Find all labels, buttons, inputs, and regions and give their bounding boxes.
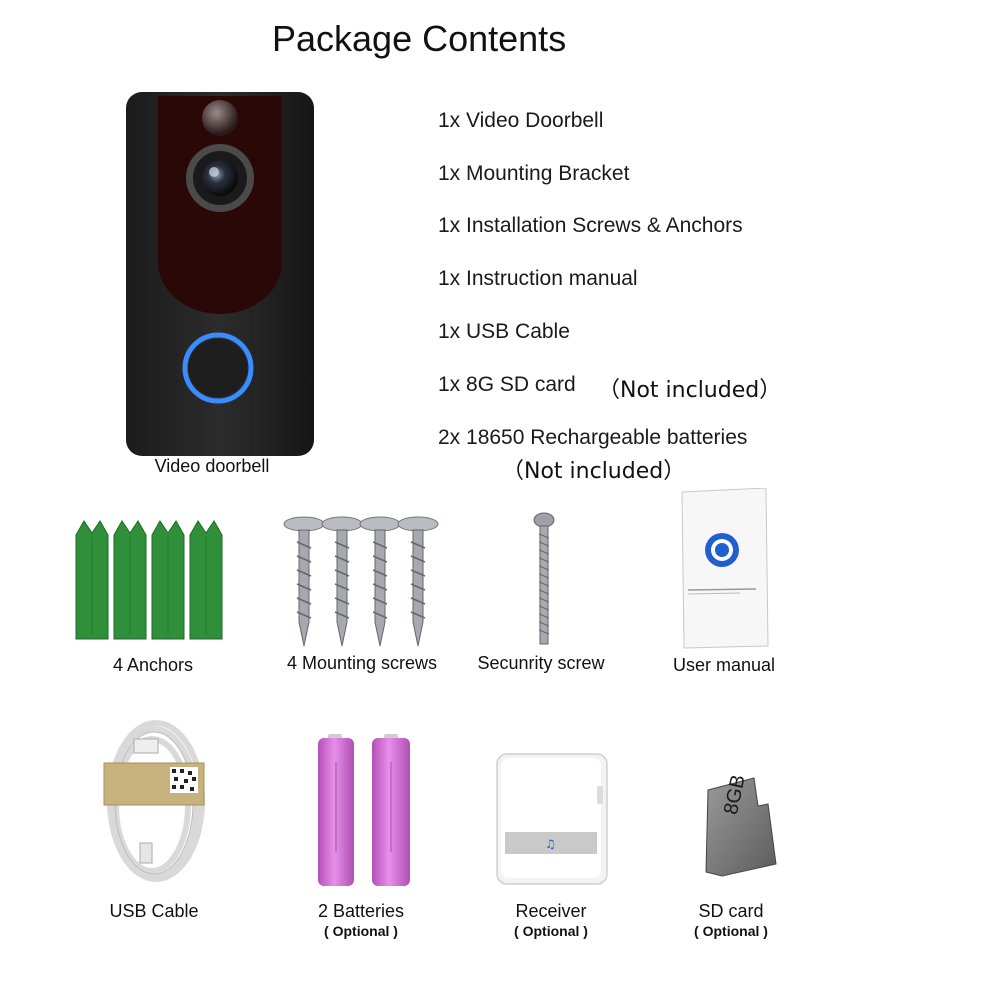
batteries-caption: 2 Batteries bbox=[317, 901, 405, 921]
security-screw-caption: Secunrity screw bbox=[477, 653, 605, 673]
receiver-icon: ♫ bbox=[495, 752, 610, 887]
list-item: 1x Installation Screws & Anchors bbox=[438, 214, 743, 237]
usb-cable-caption: USB Cable bbox=[109, 901, 199, 921]
mounting-screws-caption: 4 Mounting screws bbox=[286, 653, 438, 673]
list-item: 1x Mounting Bracket bbox=[438, 162, 630, 185]
security-screw-icon bbox=[528, 510, 560, 648]
sd-card-not-included-note: （Not included） bbox=[598, 378, 782, 403]
doorbell-caption: Video doorbell bbox=[154, 456, 270, 476]
mounting-screws-icon bbox=[280, 512, 445, 652]
video-doorbell-image bbox=[126, 92, 314, 456]
list-item: 1x Instruction manual bbox=[438, 267, 638, 290]
batteries-optional-label: ( Optional ) bbox=[324, 923, 398, 939]
list-item: 1x USB Cable bbox=[438, 320, 570, 343]
usb-cable-icon bbox=[100, 715, 208, 885]
user-manual-icon bbox=[680, 487, 770, 650]
receiver-caption: Receiver bbox=[515, 901, 587, 921]
sd-card-caption: SD card bbox=[698, 901, 764, 921]
receiver-optional-label: ( Optional ) bbox=[514, 923, 588, 939]
anchors-icon bbox=[70, 515, 230, 645]
list-item: 1x 8G SD card bbox=[438, 373, 576, 396]
anchors-caption: 4 Anchors bbox=[112, 655, 194, 675]
batteries-icon bbox=[314, 732, 414, 888]
sd-card-icon bbox=[704, 776, 778, 878]
page-title: Package Contents bbox=[272, 18, 567, 59]
user-manual-caption: User manual bbox=[672, 655, 776, 675]
sd-card-optional-label: ( Optional ) bbox=[694, 923, 768, 939]
list-item: 1x Video Doorbell bbox=[438, 109, 604, 132]
batteries-not-included-note: （Not included） bbox=[502, 459, 686, 484]
list-item: 2x 18650 Rechargeable batteries bbox=[438, 426, 748, 449]
svg-text:♫: ♫ bbox=[545, 837, 556, 851]
